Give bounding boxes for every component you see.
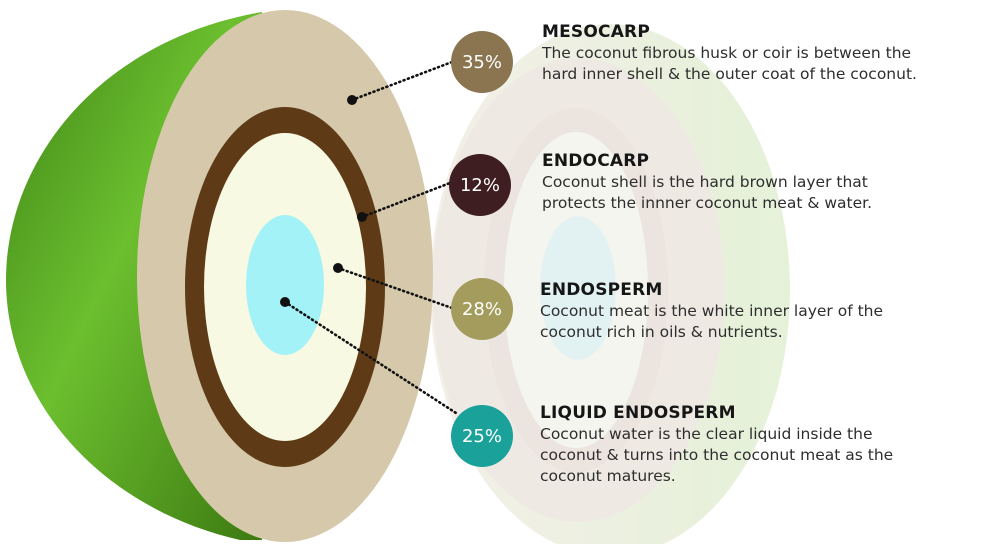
dot-liquid-endosperm [280, 297, 290, 307]
endocarp-percent-badge: 12% [449, 154, 511, 216]
liquid-endosperm-layer [246, 215, 324, 355]
endosperm-title: ENDOSPERM [540, 280, 883, 300]
endosperm-desc-line-2: coconut rich in oils & nutrients. [540, 322, 883, 343]
dot-endosperm [333, 263, 343, 273]
endosperm-desc-line-1: Coconut meat is the white inner layer of… [540, 301, 883, 322]
endocarp-desc-line-2: protects the innner coconut meat & water… [542, 193, 872, 214]
liquid-endosperm-desc-line-1: Coconut water is the clear liquid inside… [540, 424, 893, 445]
dot-endocarp [357, 212, 367, 222]
mesocarp-label: MESOCARP The coconut fibrous husk or coi… [542, 22, 917, 85]
endocarp-desc-line-1: Coconut shell is the hard brown layer th… [542, 172, 872, 193]
liquid-endosperm-percent-badge: 25% [451, 405, 513, 467]
mesocarp-title: MESOCARP [542, 22, 917, 42]
liquid-endosperm-desc-line-2: coconut & turns into the coconut meat as… [540, 445, 893, 466]
mesocarp-desc-line-1: The coconut fibrous husk or coir is betw… [542, 43, 917, 64]
endocarp-title: ENDOCARP [542, 151, 872, 171]
liquid-endosperm-desc-line-3: coconut matures. [540, 466, 893, 487]
mesocarp-percent-badge: 35% [451, 31, 513, 93]
mesocarp-desc-line-2: hard inner shell & the outer coat of the… [542, 64, 917, 85]
dot-mesocarp [347, 95, 357, 105]
endosperm-label: ENDOSPERM Coconut meat is the white inne… [540, 280, 883, 343]
liquid-endosperm-title: LIQUID ENDOSPERM [540, 403, 893, 423]
liquid-endosperm-label: LIQUID ENDOSPERM Coconut water is the cl… [540, 403, 893, 487]
endocarp-label: ENDOCARP Coconut shell is the hard brown… [542, 151, 872, 214]
endosperm-percent-badge: 28% [451, 278, 513, 340]
